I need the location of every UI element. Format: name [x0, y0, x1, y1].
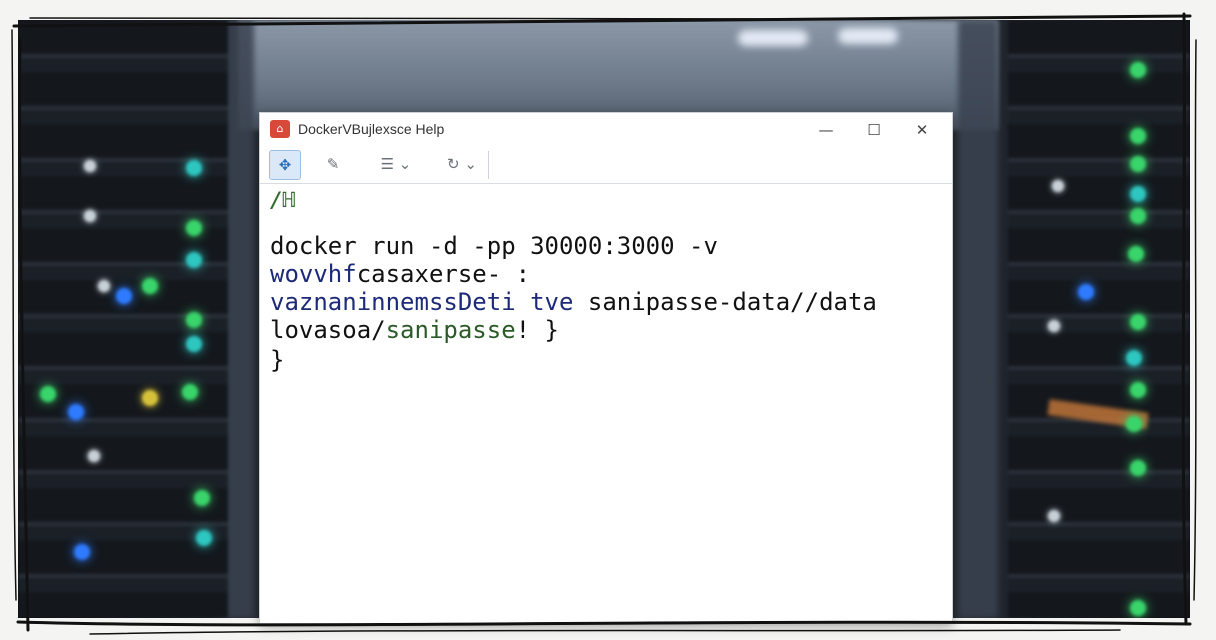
server-rack-right	[1008, 20, 1190, 618]
status-led	[182, 384, 198, 400]
status-led	[116, 288, 132, 304]
title-bar: ⌂ DockerVBujlexsce Help — ☐ ✕	[260, 113, 952, 147]
status-led	[186, 160, 202, 176]
closing-brace: }	[270, 346, 285, 374]
status-led	[1048, 320, 1060, 332]
maximize-button[interactable]: ☐	[867, 121, 881, 139]
toolbar-divider	[488, 151, 489, 179]
move-tool-button[interactable]: ✥	[269, 150, 301, 180]
view-menu-button[interactable]: ☰ ⌄	[374, 150, 418, 178]
status-led	[88, 450, 100, 462]
line3-mid: tve	[515, 288, 574, 316]
status-led	[1130, 600, 1146, 616]
status-led	[1128, 246, 1144, 262]
line2-prefix: wovvhf	[270, 260, 357, 288]
pen-icon: ✎	[326, 155, 340, 173]
status-led	[68, 404, 84, 420]
close-button[interactable]: ✕	[915, 121, 929, 139]
line4-suffix: ! }	[515, 316, 559, 344]
status-led	[1130, 314, 1146, 330]
image-owner: lovasoa/	[270, 316, 386, 344]
status-led	[84, 160, 96, 172]
status-led	[1130, 460, 1146, 476]
ceiling-light	[838, 28, 898, 44]
command-line-2: wovvhfcasaxerse- :	[270, 260, 530, 288]
line2-rest: casaxerse- :	[356, 260, 531, 288]
app-window: ⌂ DockerVBujlexsce Help — ☐ ✕ ✥ ✎ ☰ ⌄ ↻ …	[259, 112, 953, 624]
status-led	[1126, 350, 1142, 366]
status-led	[186, 220, 202, 236]
line3-prefix: vaznaninnemssDeti	[270, 288, 516, 316]
toolbar: ✥ ✎ ☰ ⌄ ↻ ⌄	[260, 147, 952, 184]
status-led	[142, 278, 158, 294]
status-led	[1048, 510, 1060, 522]
status-led	[1052, 180, 1064, 192]
status-led	[186, 312, 202, 328]
window-title: DockerVBujlexsce Help	[298, 121, 445, 137]
path-prompt: /ℍ	[270, 188, 296, 212]
status-led	[74, 544, 90, 560]
status-led	[1130, 382, 1146, 398]
pen-tool-button[interactable]: ✎	[318, 150, 348, 178]
command-line-1: docker run -d -pp 30000:3000 -v	[270, 232, 718, 260]
status-led	[98, 280, 110, 292]
minimize-button[interactable]: —	[818, 121, 834, 139]
command-line-4: lovasoa/sanipasse! }	[270, 316, 559, 344]
app-logo-icon: ⌂	[270, 120, 290, 138]
rack-pillar	[958, 20, 998, 618]
status-led	[142, 390, 158, 406]
status-led	[1130, 186, 1146, 202]
status-led	[196, 530, 212, 546]
line3-volume: sanipasse-data//data	[573, 288, 877, 316]
status-led	[186, 252, 202, 268]
status-led	[194, 490, 210, 506]
status-led	[1078, 284, 1094, 300]
status-led	[1130, 128, 1146, 144]
status-led	[1130, 62, 1146, 78]
view-list-icon: ☰ ⌄	[380, 155, 412, 173]
image-name: sanipasse	[385, 316, 516, 344]
status-led	[84, 210, 96, 222]
move-icon: ✥	[278, 156, 292, 174]
status-led	[186, 336, 202, 352]
status-led	[1130, 208, 1146, 224]
ceiling-light	[738, 30, 808, 46]
refresh-menu-button[interactable]: ↻ ⌄	[444, 150, 480, 178]
status-led	[40, 386, 56, 402]
command-line-3: vaznaninnemssDeti tve sanipasse-data//da…	[270, 288, 877, 316]
status-led	[1126, 416, 1142, 432]
status-led	[1130, 156, 1146, 172]
refresh-icon: ↻ ⌄	[447, 155, 477, 173]
